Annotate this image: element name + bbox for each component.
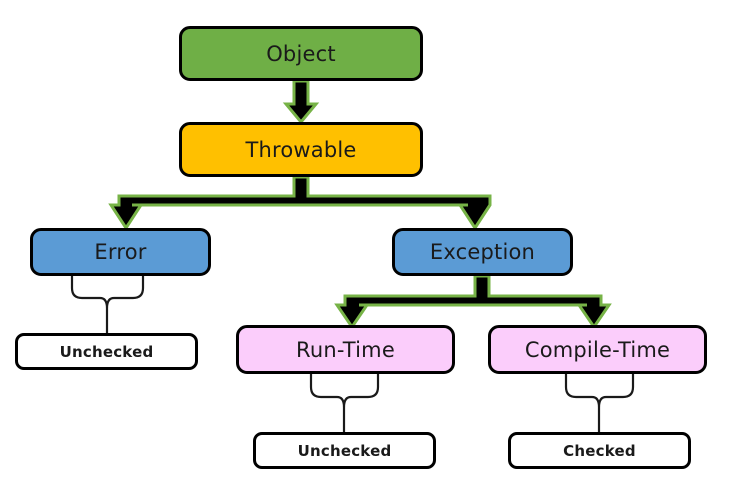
node-exception[interactable]: Exception [392, 228, 573, 276]
edge-exception-split [334, 274, 612, 330]
edge-runtime-brace [309, 372, 380, 434]
node-runtime-label: Run-Time [296, 337, 395, 362]
node-compile-time-checked-label: Checked [563, 441, 636, 460]
node-exception-label: Exception [429, 240, 536, 264]
node-object-label: Object [266, 41, 336, 66]
node-error-unchecked-label: Unchecked [59, 342, 154, 361]
node-runtime-unchecked-label: Unchecked [297, 441, 392, 460]
edge-error-brace [70, 274, 145, 335]
node-error-label: Error [94, 240, 147, 264]
node-compile-time-checked[interactable]: Checked [508, 432, 691, 469]
edge-compiletime-brace [564, 372, 635, 434]
edge-object-to-throwable [282, 79, 320, 125]
node-runtime-unchecked[interactable]: Unchecked [253, 432, 436, 469]
edge-throwable-split [108, 175, 492, 231]
node-throwable-label: Throwable [245, 137, 357, 162]
node-throwable[interactable]: Throwable [179, 122, 423, 177]
node-runtime[interactable]: Run-Time [236, 325, 455, 374]
node-compile-time-label: Compile-Time [524, 337, 671, 362]
node-object[interactable]: Object [179, 26, 423, 81]
node-error[interactable]: Error [30, 228, 211, 276]
node-compile-time[interactable]: Compile-Time [488, 325, 707, 374]
node-error-unchecked[interactable]: Unchecked [15, 333, 198, 370]
